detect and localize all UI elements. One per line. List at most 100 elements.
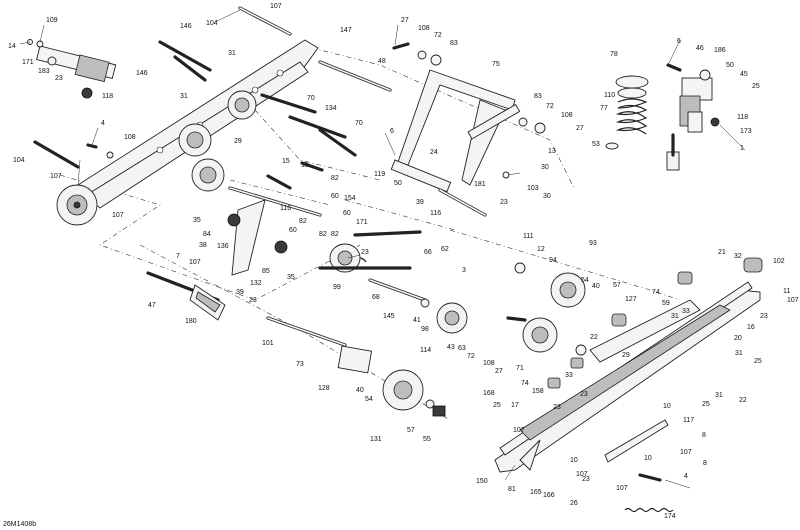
callout-label: 72: [467, 353, 475, 360]
sleeve: [337, 345, 373, 374]
callout-label: 171: [356, 219, 368, 226]
callout-label: 118: [737, 114, 748, 121]
callout-label: 118: [102, 93, 113, 100]
callout-label: 1: [740, 145, 744, 152]
idler-wheels: [382, 262, 587, 417]
callout-label: 107: [576, 471, 588, 478]
callout-label: 31: [180, 93, 188, 100]
callout-label: 71: [516, 365, 524, 372]
callout-label: 17: [511, 402, 519, 409]
callout-label: 10: [663, 403, 671, 410]
callout-label: 127: [625, 296, 637, 303]
callout-label: 8: [702, 432, 706, 439]
callout-label: 11: [783, 288, 790, 295]
callout-label: 59: [662, 300, 670, 307]
callout-label: 29: [234, 138, 242, 145]
callout-label: 78: [610, 51, 618, 58]
callout-label: 107: [616, 485, 628, 492]
shafts-upper: [33, 6, 392, 169]
callout-label: 77: [600, 105, 608, 112]
callout-label: 14: [8, 43, 16, 50]
callout-label: 23: [582, 476, 590, 483]
callout-label: 108: [483, 360, 495, 367]
callout-label: 104: [13, 157, 25, 164]
callout-label: 70: [307, 95, 315, 102]
callout-label: 150: [476, 478, 488, 485]
callout-label: 174: [664, 513, 676, 520]
callout-label: 158: [532, 388, 544, 395]
callout-label: 25: [702, 401, 710, 408]
callout-label: 183: [38, 68, 50, 75]
callout-label: 132: [250, 280, 262, 287]
callout-label: 165: [530, 489, 542, 496]
callout-label: 108: [561, 112, 573, 119]
callout-label: 35: [287, 274, 295, 281]
callout-label: 24: [430, 149, 438, 156]
callout-label: 47: [148, 302, 156, 309]
callout-label: 16: [747, 324, 755, 331]
callout-label: 82: [319, 231, 327, 238]
callout-label: 74: [652, 289, 660, 296]
callout-label: 107: [50, 173, 62, 180]
callout-label: 117: [683, 417, 694, 424]
callout-label: 181: [474, 181, 486, 188]
callout-label: 39: [236, 289, 244, 296]
callout-label: 180: [185, 318, 197, 325]
callout-label: 119: [374, 171, 385, 178]
callout-label: 93: [589, 240, 597, 247]
callout-label: 50: [394, 180, 402, 187]
callout-label: 98: [421, 326, 429, 333]
callout-label: 43: [447, 344, 455, 351]
callout-label: 145: [383, 313, 395, 320]
callout-label: 31: [715, 392, 723, 399]
callout-label: 54: [365, 396, 373, 403]
callout-label: 10: [570, 457, 578, 464]
callout-label: 27: [401, 17, 409, 24]
callout-label: 27: [576, 125, 584, 132]
callout-label: 23: [249, 297, 257, 304]
callout-label: 39: [416, 199, 424, 206]
callout-label: 72: [546, 103, 554, 110]
callout-label: 31: [228, 50, 236, 57]
callout-label: 110: [604, 92, 615, 99]
assembly-outline: [59, 44, 681, 421]
callout-label: 60: [343, 210, 351, 217]
callout-label: 57: [407, 427, 415, 434]
callout-label: 23: [580, 391, 588, 398]
callout-label: 62: [441, 246, 449, 253]
callout-label: 23: [500, 199, 508, 206]
callout-label: 136: [217, 243, 229, 250]
callout-label: 25: [493, 402, 501, 409]
callout-label: 68: [372, 294, 380, 301]
front-shock-absorber: [27, 39, 117, 99]
callout-label: 3: [462, 267, 466, 274]
callout-label: 13: [548, 148, 556, 155]
callout-label: 6: [677, 38, 681, 45]
callout-label: 40: [592, 283, 600, 290]
leader-lines: [19, 9, 746, 489]
callout-label: 30: [543, 193, 551, 200]
callout-label: 146: [136, 70, 148, 77]
callout-label: 173: [740, 128, 752, 135]
callout-label: 33: [682, 308, 690, 315]
callout-label: 40: [356, 387, 364, 394]
callout-label: 154: [344, 195, 356, 202]
callout-label: 116: [430, 210, 441, 217]
callout-label: 75: [492, 61, 500, 68]
callout-label: 107: [112, 212, 124, 219]
front-arm-assembly: [56, 39, 319, 226]
callout-label: 85: [262, 268, 270, 275]
callout-label: 22: [739, 397, 747, 404]
callout-label: 94: [549, 257, 557, 264]
callout-label: 84: [203, 231, 211, 238]
front-bracket: [189, 284, 226, 321]
diagram-reference-code: 26M1408b: [3, 521, 36, 528]
callout-label: 7: [176, 253, 180, 260]
callout-label: 103: [527, 185, 539, 192]
callout-label: 107: [270, 3, 282, 10]
callout-label: 171: [22, 59, 34, 66]
callout-label: 107: [513, 427, 525, 434]
callout-label: 54: [581, 277, 589, 284]
callout-label: 4: [101, 120, 105, 127]
callout-label: 26: [570, 500, 578, 507]
